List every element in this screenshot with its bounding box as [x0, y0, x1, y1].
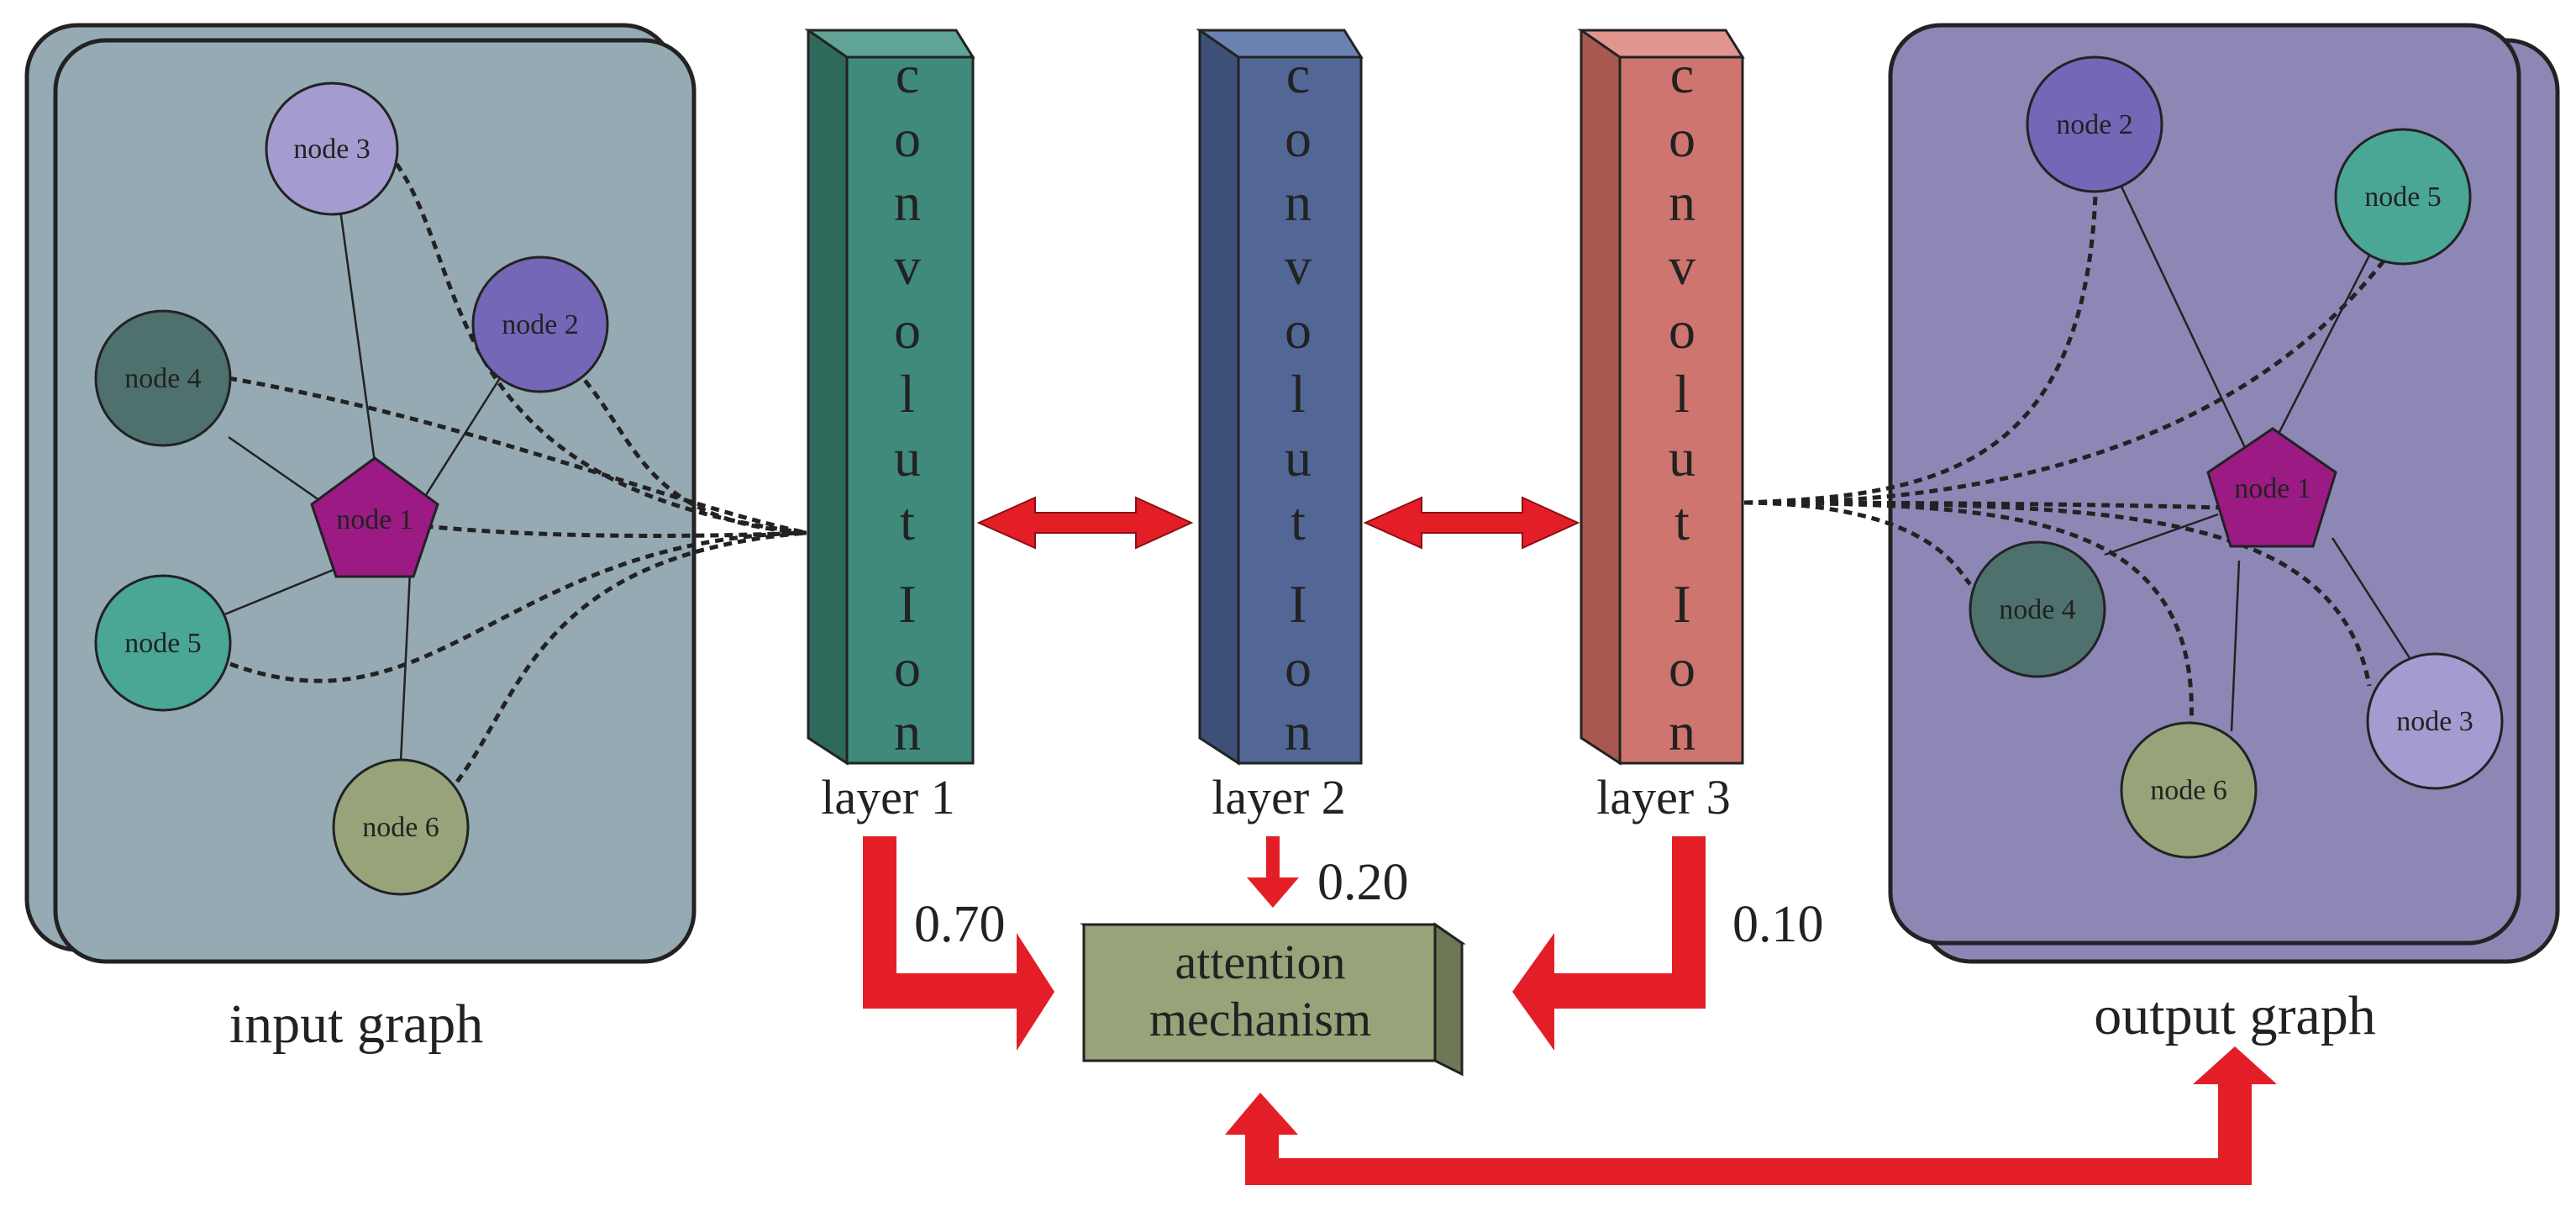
svg-text:c: c	[896, 45, 919, 104]
node-label: node 1	[2234, 473, 2311, 504]
input-dashed-edges	[228, 162, 807, 783]
svg-text:n: n	[1669, 702, 1695, 761]
attention-label-line-1: attention	[1175, 935, 1346, 989]
node-label: node 4	[1999, 594, 2076, 625]
svg-text:v: v	[1669, 236, 1695, 296]
arrow-layer-2-to-attention	[1247, 836, 1299, 908]
node-label: node 5	[124, 628, 202, 659]
layer-1-face	[845, 55, 975, 765]
layer-2-label: layer 2	[1212, 770, 1345, 825]
attention-label-line-2: mechanism	[1149, 992, 1371, 1046]
svg-text:l: l	[900, 364, 915, 424]
input-node-4: node 4	[94, 309, 232, 447]
weight-label-layer-1: 0.70	[914, 896, 1006, 953]
node-label: node 4	[124, 363, 202, 394]
output-node-5: node 5	[2334, 128, 2472, 266]
convolution-layer-3: c o n v o l u t I o n layer 3	[1577, 29, 1745, 825]
svg-text:o: o	[1669, 638, 1695, 698]
svg-text:o: o	[894, 300, 921, 360]
input-solid-edges	[218, 203, 506, 762]
node-label: node 6	[362, 812, 439, 843]
layer-2-letters: c o n v o l u t I o n	[1285, 45, 1312, 761]
convolution-layer-1: c o n v o l u t I o n layer 1	[804, 29, 975, 825]
svg-text:n: n	[1669, 172, 1695, 232]
svg-text:n: n	[1285, 702, 1312, 761]
svg-text:t: t	[900, 492, 915, 551]
node-label: node 1	[336, 504, 413, 535]
input-graph-panel: node 3 node 2 node 4 node 1 node 5 node …	[24, 23, 807, 964]
node-label: node 5	[2364, 182, 2442, 213]
output-graph-panel: node 2 node 5 node 1 node 4 node 3 node …	[1743, 23, 2560, 964]
svg-text:u: u	[894, 428, 921, 487]
arrow-layer-3-to-attention	[1512, 836, 1706, 1051]
output-panel-front	[1888, 23, 2521, 946]
output-solid-edges	[2104, 186, 2413, 732]
attention-mechanism-box: attention mechanism	[1080, 922, 1466, 1077]
svg-text:v: v	[1285, 236, 1312, 296]
double-arrow-1-2	[976, 496, 1194, 550]
svg-text:o: o	[894, 638, 921, 698]
layer-1-letters: c o n v o l u t I o n	[894, 45, 921, 761]
weight-label-layer-3: 0.10	[1732, 896, 1824, 953]
svg-text:I: I	[898, 574, 916, 634]
output-node-1: node 1	[2206, 427, 2337, 548]
node-label: node 3	[2396, 706, 2473, 737]
svg-text:o: o	[894, 108, 921, 168]
svg-text:u: u	[1285, 428, 1312, 487]
svg-text:t: t	[1674, 492, 1690, 551]
layer-3-face	[1618, 55, 1744, 765]
layer-1-label: layer 1	[821, 770, 954, 825]
layer-1-side	[807, 29, 849, 766]
input-node-1: node 1	[310, 456, 439, 578]
node-label: node 3	[293, 134, 371, 165]
svg-text:I: I	[1289, 574, 1306, 634]
node-label: node 6	[2150, 775, 2227, 806]
arrow-attention-to-output-graph	[1225, 1046, 2277, 1185]
svg-text:n: n	[894, 172, 921, 232]
convolution-layer-2: c o n v o l u t I o n layer 2	[1196, 29, 1364, 825]
input-node-5: node 5	[94, 574, 232, 712]
svg-text:c: c	[1670, 45, 1694, 104]
output-node-6: node 6	[2120, 721, 2258, 859]
node-label: node 2	[502, 309, 579, 340]
weight-label-layer-2: 0.20	[1317, 854, 1409, 911]
attention-box-face	[1082, 923, 1437, 1062]
output-node-2: node 2	[2026, 55, 2163, 193]
svg-text:o: o	[1285, 638, 1312, 698]
input-graph-label: input graph	[229, 993, 483, 1055]
layer-2-side	[1198, 29, 1240, 766]
output-node-3: node 3	[2366, 652, 2504, 790]
svg-text:l: l	[1291, 364, 1306, 424]
svg-text:n: n	[1285, 172, 1312, 232]
svg-text:t: t	[1291, 492, 1306, 551]
svg-text:c: c	[1286, 45, 1310, 104]
attention-box-side	[1433, 922, 1464, 1077]
svg-text:I: I	[1673, 574, 1690, 634]
layer-3-label: layer 3	[1596, 770, 1730, 825]
output-node-4: node 4	[1969, 540, 2106, 678]
input-node-2: node 2	[471, 256, 609, 393]
svg-text:o: o	[1285, 108, 1312, 168]
output-dashed-edges	[1743, 194, 2392, 729]
svg-text:v: v	[894, 236, 921, 296]
svg-text:o: o	[1669, 300, 1695, 360]
input-node-3: node 3	[265, 82, 399, 216]
layer-connectors	[976, 496, 1580, 550]
arrow-layer-1-to-attention	[863, 836, 1054, 1051]
input-node-6: node 6	[332, 758, 470, 896]
svg-text:n: n	[894, 702, 921, 761]
node-label: node 2	[2056, 109, 2133, 140]
layer-3-letters: c o n v o l u t I o n	[1669, 45, 1695, 761]
svg-text:l: l	[1674, 364, 1690, 424]
output-graph-label: output graph	[2094, 985, 2375, 1046]
attention-arrows	[863, 836, 2277, 1185]
svg-text:o: o	[1669, 108, 1695, 168]
layer-3-side	[1580, 29, 1622, 766]
layer-2-face	[1237, 55, 1363, 765]
svg-text:o: o	[1285, 300, 1312, 360]
double-arrow-2-3	[1363, 496, 1580, 550]
svg-text:u: u	[1669, 428, 1695, 487]
